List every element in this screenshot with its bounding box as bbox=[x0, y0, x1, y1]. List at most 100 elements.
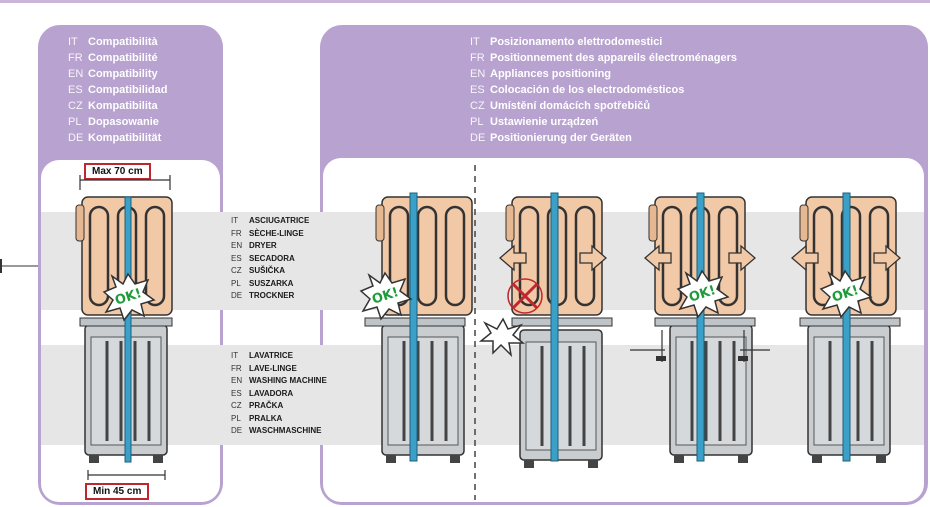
positioning-text: Umístění domácích spotřebičů bbox=[490, 100, 651, 112]
max-width-label: Max 70 cm bbox=[84, 163, 151, 180]
compatibility-row: IT Compatibilità bbox=[68, 34, 167, 50]
positioning-row: CZ Umístění domácích spotřebičů bbox=[470, 98, 737, 114]
dryer-name-lang-code: ES bbox=[231, 253, 242, 263]
washer-name-text: LAVE-LINGE bbox=[249, 363, 297, 373]
min-width-label: Min 45 cm bbox=[85, 483, 150, 500]
dryer-name-text: SUŠIČKA bbox=[249, 266, 286, 275]
positioning-text: Ustawienie urządzeń bbox=[490, 116, 599, 128]
dryer-name-lang-code: EN bbox=[231, 241, 243, 250]
top-rule bbox=[0, 0, 930, 3]
washer-name-row: IT LAVATRICE bbox=[231, 350, 327, 363]
washer-name-text: LAVATRICE bbox=[249, 351, 293, 360]
compatibility-text: Compatibilité bbox=[88, 52, 158, 64]
compatibility-text: Dopasowanie bbox=[88, 116, 159, 128]
washer-name-text: PRAČKA bbox=[249, 401, 284, 410]
positioning-lang-code: CZ bbox=[470, 100, 485, 112]
compatibility-lang-code: DE bbox=[68, 132, 84, 144]
dryer-name-text: SECADORA bbox=[249, 253, 295, 263]
dryer-name-list: IT ASCIUGATRICE FR SÈCHE-LINGE EN DRYER ES SECA… bbox=[231, 215, 309, 303]
washer-name-lang-code: IT bbox=[231, 351, 239, 360]
compatibility-lang-code: EN bbox=[68, 68, 84, 80]
dryer-name-row: DE TROCKNER bbox=[231, 290, 309, 303]
washer-name-lang-code: FR bbox=[231, 363, 242, 373]
washer-name-text: WASCHMASCHINE bbox=[249, 426, 322, 435]
compatibility-row: DE Kompatibilität bbox=[68, 130, 167, 146]
dryer-name-row: PL SUSZARKA bbox=[231, 278, 309, 291]
compatibility-row: EN Compatibility bbox=[68, 66, 167, 82]
dryer-band-middle bbox=[220, 212, 323, 310]
compatibility-row: PL Dopasowanie bbox=[68, 114, 167, 130]
dryer-name-lang-code: IT bbox=[231, 216, 239, 225]
positioning-row: PL Ustawienie urządzeń bbox=[470, 114, 737, 130]
scene3-strap bbox=[696, 192, 705, 462]
compatibility-row: CZ Kompatibilita bbox=[68, 98, 167, 114]
washer-name-row: CZ PRAČKA bbox=[231, 400, 327, 413]
washer-name-row: PL PRALKA bbox=[231, 413, 327, 426]
washer-name-lang-code: EN bbox=[231, 376, 243, 385]
washer-name-lang-code: CZ bbox=[231, 401, 242, 410]
compatibility-text: Kompatibilität bbox=[88, 132, 162, 144]
dryer-name-text: TROCKNER bbox=[249, 291, 295, 300]
dryer-name-text: SÈCHE-LINGE bbox=[249, 228, 304, 238]
dryer-name-row: EN DRYER bbox=[231, 240, 309, 253]
dryer-name-text: SUSZARKA bbox=[249, 278, 294, 288]
positioning-row: FR Positionnement des appareils électromé… bbox=[470, 50, 737, 66]
washer-name-row: ES LAVADORA bbox=[231, 388, 327, 401]
positioning-lang-code: PL bbox=[470, 116, 484, 128]
positioning-lang-code: IT bbox=[470, 36, 480, 48]
positioning-lang-code: EN bbox=[470, 68, 486, 80]
positioning-text: Colocación de los electrodomésticos bbox=[490, 84, 685, 96]
washer-name-lang-code: DE bbox=[231, 426, 243, 435]
positioning-text: Appliances positioning bbox=[490, 68, 612, 80]
positioning-row: ES Colocación de los electrodomésticos bbox=[470, 82, 737, 98]
positioning-text: Posizionamento elettrodomestici bbox=[490, 36, 663, 48]
washer-band-middle bbox=[220, 345, 323, 445]
compat-strap bbox=[124, 196, 132, 463]
positioning-text: Positionnement des appareils électroména… bbox=[490, 52, 737, 64]
positioning-lang-code: FR bbox=[470, 52, 485, 64]
washer-name-list: IT LAVATRICE FR LAVE-LINGE EN WASHING MACHINE… bbox=[231, 350, 327, 438]
scene2-shelf bbox=[511, 317, 613, 327]
compatibility-text: Compatibility bbox=[88, 68, 158, 80]
positioning-row: EN Appliances positioning bbox=[470, 66, 737, 82]
compatibility-text: Compatibilità bbox=[88, 36, 158, 48]
washer-name-lang-code: PL bbox=[231, 413, 241, 423]
dryer-name-lang-code: CZ bbox=[231, 266, 242, 275]
compatibility-text: Kompatibilita bbox=[88, 100, 158, 112]
positioning-lang-code: DE bbox=[470, 132, 486, 144]
dryer-name-row: FR SÈCHE-LINGE bbox=[231, 228, 309, 241]
washer-name-row: FR LAVE-LINGE bbox=[231, 363, 327, 376]
compatibility-lang-code: IT bbox=[68, 36, 78, 48]
dryer-name-row: IT ASCIUGATRICE bbox=[231, 215, 309, 228]
washer-name-text: PRALKA bbox=[249, 413, 283, 423]
compatibility-lang-code: CZ bbox=[68, 100, 83, 112]
scene1-washer bbox=[380, 323, 466, 465]
washer-name-row: DE WASCHMASCHINE bbox=[231, 425, 327, 438]
dryer-name-text: ASCIUGATRICE bbox=[249, 216, 310, 225]
scene3-washer bbox=[668, 323, 754, 465]
scene1-strap bbox=[409, 192, 418, 462]
compatibility-lang-code: PL bbox=[68, 116, 82, 128]
cross-icon bbox=[507, 278, 543, 314]
dryer-name-lang-code: FR bbox=[231, 228, 242, 238]
washer-name-lang-code: ES bbox=[231, 388, 242, 398]
washer-name-row: EN WASHING MACHINE bbox=[231, 375, 327, 388]
washer-name-text: WASHING MACHINE bbox=[249, 376, 327, 385]
scene2-washer bbox=[518, 328, 604, 470]
positioning-lang-code: ES bbox=[470, 84, 485, 96]
scene4-strap bbox=[842, 192, 851, 462]
dryer-name-lang-code: PL bbox=[231, 278, 241, 288]
washer-name-text: LAVADORA bbox=[249, 388, 294, 398]
dryer-name-lang-code: DE bbox=[231, 291, 243, 300]
scene3-shelf bbox=[654, 317, 756, 327]
dryer-name-row: ES SECADORA bbox=[231, 253, 309, 266]
compatibility-lang-code: ES bbox=[68, 84, 83, 96]
dryer-name-row: CZ SUŠIČKA bbox=[231, 265, 309, 278]
left-marker bbox=[0, 259, 38, 273]
dryer-name-text: DRYER bbox=[249, 241, 277, 250]
